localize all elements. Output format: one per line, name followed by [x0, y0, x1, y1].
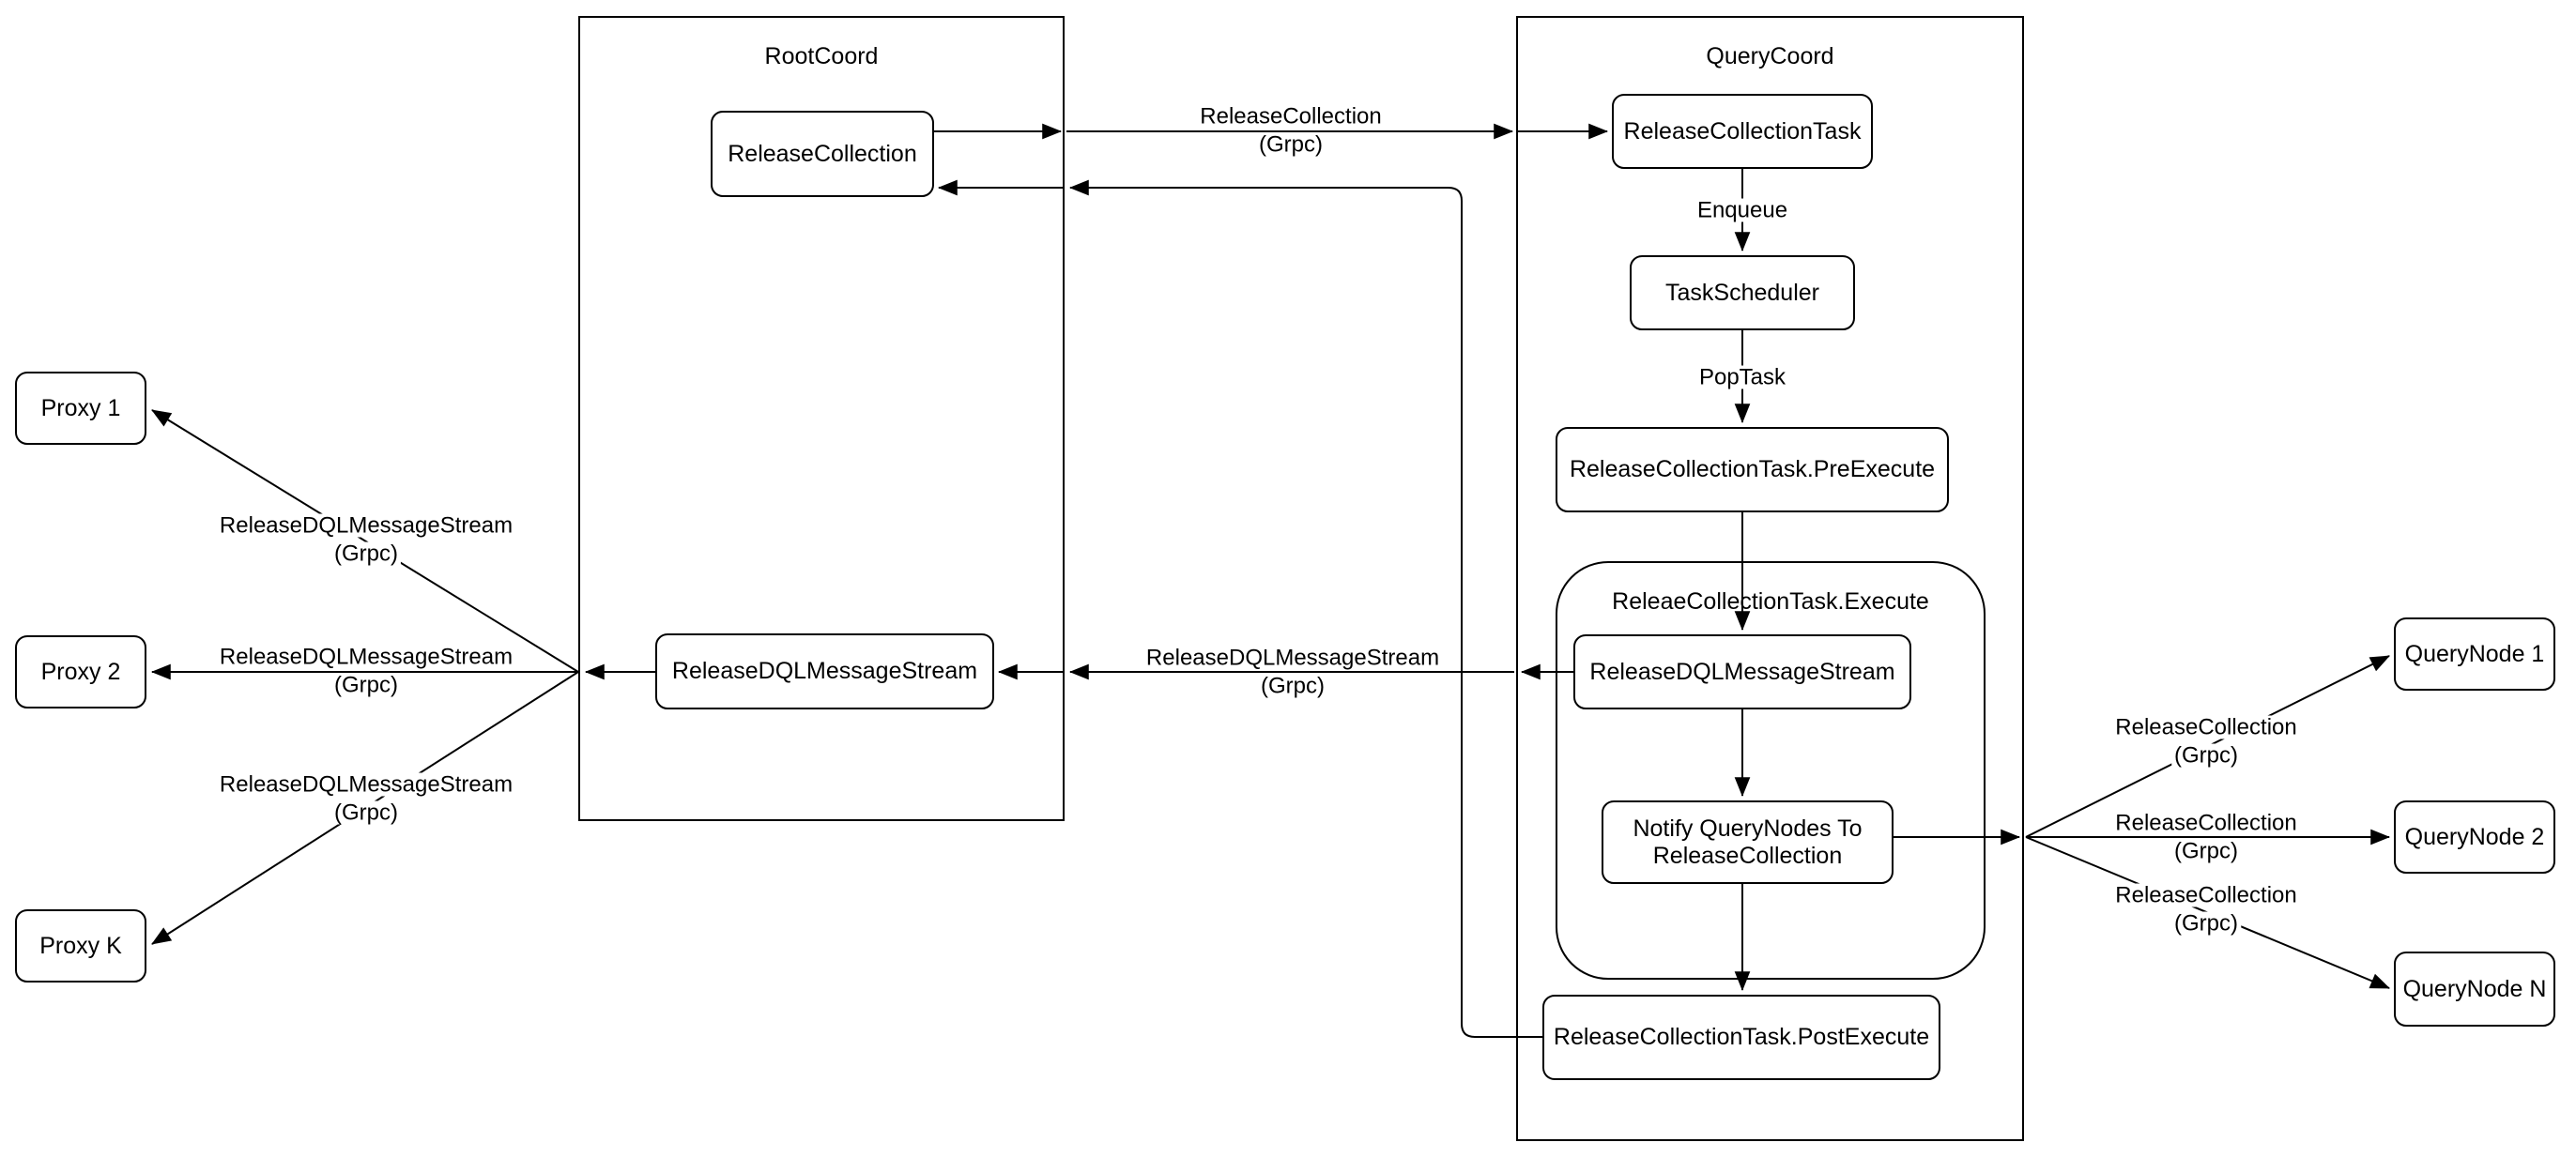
rootcoord-title: RootCoord [764, 43, 879, 69]
node-notify-querynodes: Notify QueryNodes To ReleaseCollection [1602, 800, 1894, 884]
node-proxy-2: Proxy 2 [15, 635, 146, 708]
notify-label-line1: Notify QueryNodes To [1633, 815, 1863, 842]
node-querynode-2: QueryNode 2 [2394, 800, 2555, 874]
execute-group-title: ReleaeCollectionTask.Execute [1612, 588, 1929, 615]
node-proxy-1: Proxy 1 [15, 372, 146, 445]
edge-label-releasecollection-grpc-qnn: ReleaseCollection (Grpc) [2112, 883, 2300, 936]
edge-label-releasecollection-grpc-qn2: ReleaseCollection (Grpc) [2112, 811, 2300, 863]
edge-label-releasedql-grpc-mid: ReleaseDQLMessageStream (Grpc) [1142, 646, 1443, 698]
node-release-dql-messagestream-qc: ReleaseDQLMessageStream [1573, 634, 1911, 709]
edge-label-poptask: PopTask [1695, 365, 1789, 389]
node-querynode-n: QueryNode N [2394, 952, 2555, 1027]
edge-label-releasedql-grpc-proxy2: ReleaseDQLMessageStream (Grpc) [216, 645, 516, 697]
edge-label-enqueue: Enqueue [1694, 198, 1791, 222]
node-task-scheduler: TaskScheduler [1630, 255, 1855, 330]
node-post-execute: ReleaseCollectionTask.PostExecute [1542, 995, 1940, 1080]
node-release-collection: ReleaseCollection [711, 111, 934, 197]
node-querynode-1: QueryNode 1 [2394, 617, 2555, 691]
node-release-collection-task: ReleaseCollectionTask [1612, 94, 1873, 169]
edge-label-releasedql-grpc-proxyk: ReleaseDQLMessageStream (Grpc) [216, 772, 516, 825]
node-pre-execute: ReleaseCollectionTask.PreExecute [1556, 427, 1949, 512]
edge-postexecute-return [1068, 179, 1542, 1038]
notify-label-line2: ReleaseCollection [1652, 842, 1843, 869]
node-release-dql-messagestream-root: ReleaseDQLMessageStream [655, 633, 994, 709]
edge-label-releasecollection-grpc-top: ReleaseCollection (Grpc) [1197, 104, 1385, 157]
querycoord-title: QueryCoord [1706, 43, 1834, 69]
edge-label-releasecollection-grpc-qn1: ReleaseCollection (Grpc) [2112, 715, 2300, 768]
edge-label-releasedql-grpc-proxy1: ReleaseDQLMessageStream (Grpc) [216, 513, 516, 566]
rootcoord-container: RootCoord [578, 16, 1065, 821]
node-proxy-k: Proxy K [15, 909, 146, 983]
execute-group-container: ReleaeCollectionTask.Execute [1556, 561, 1986, 980]
